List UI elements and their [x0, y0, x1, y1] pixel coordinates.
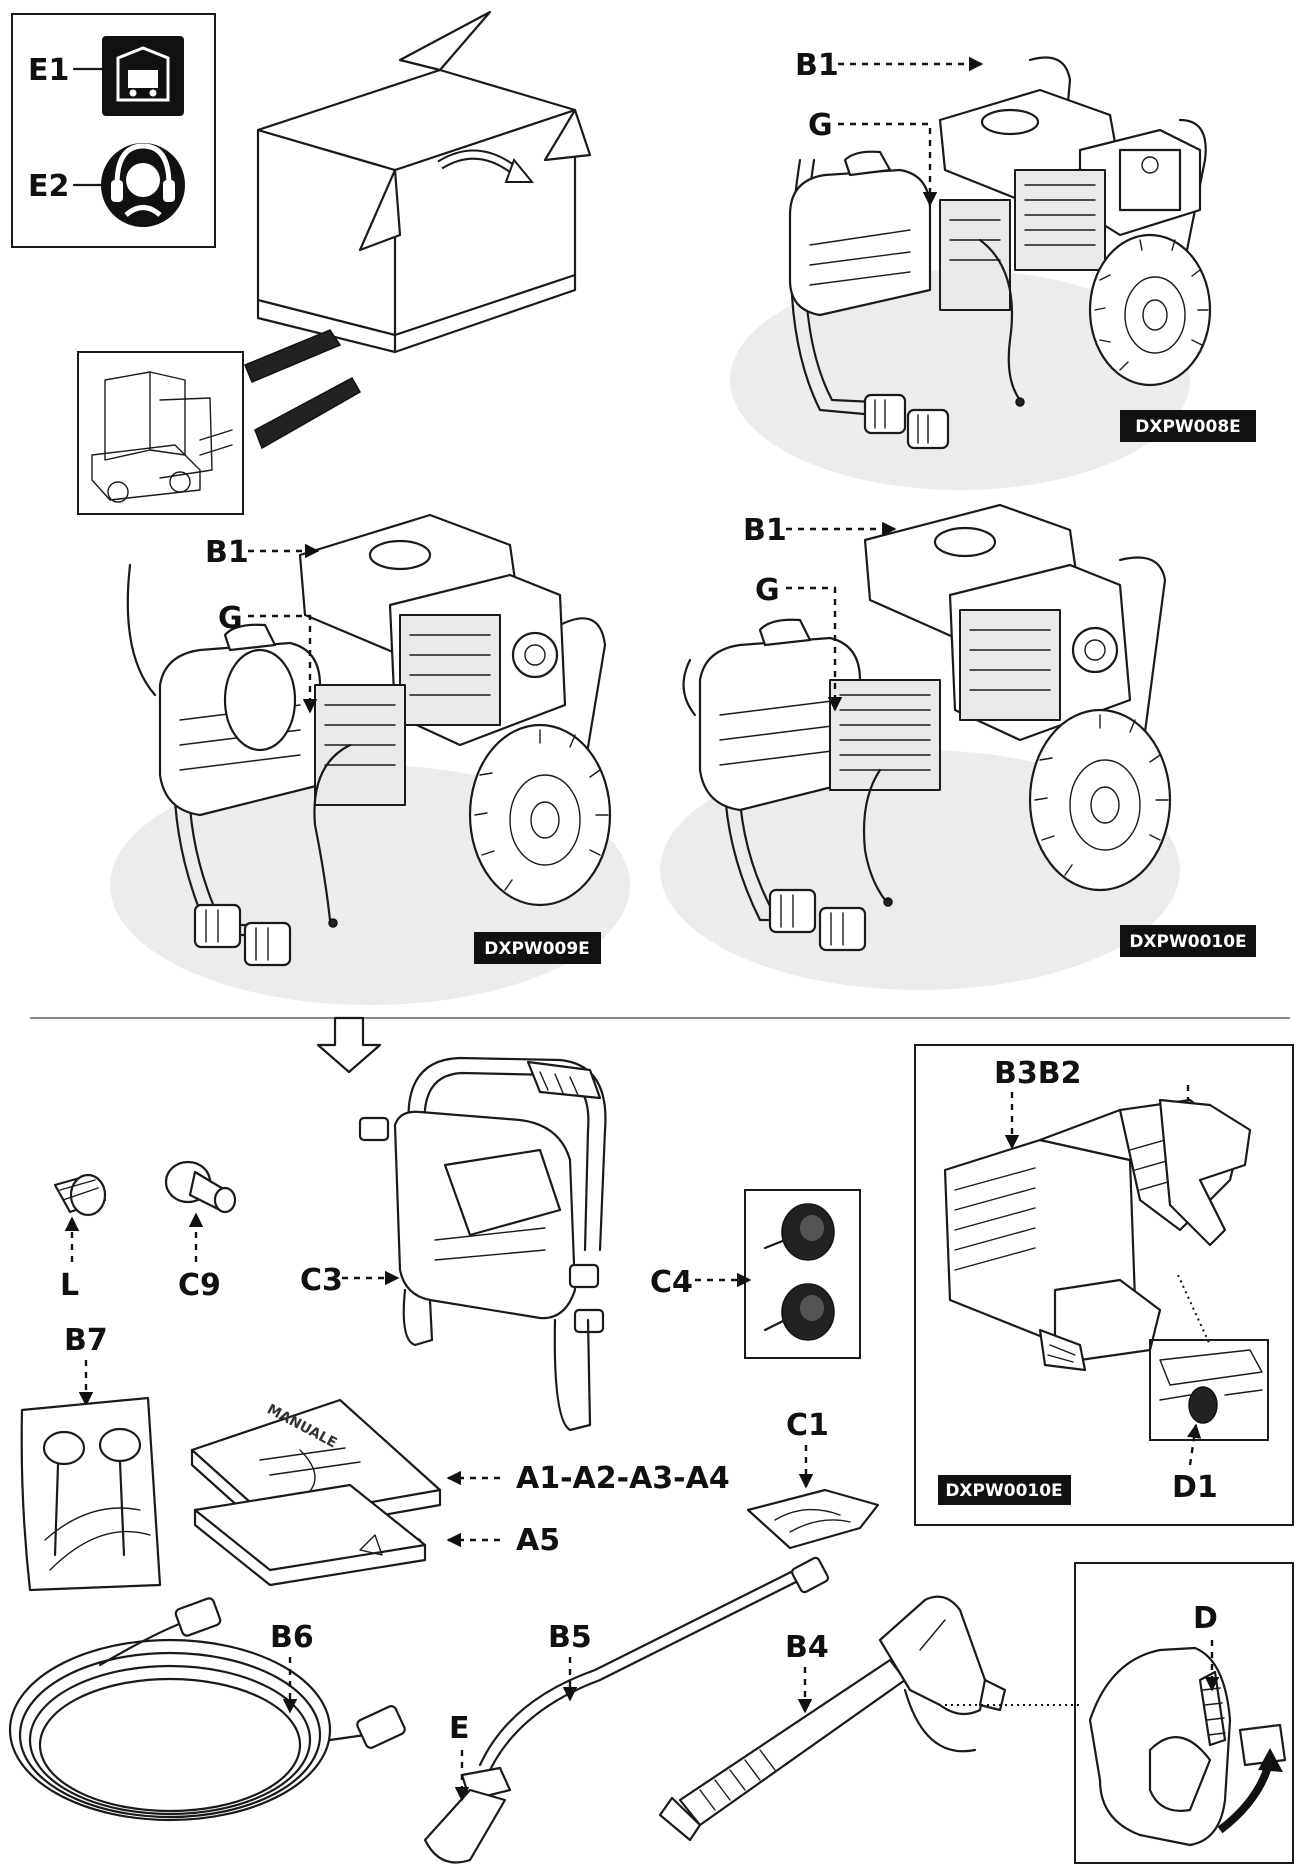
- label-g-dxpw008e: G: [808, 108, 833, 143]
- label-b1-dxpw009e: B1: [205, 535, 249, 570]
- label-d: D: [1193, 1601, 1218, 1636]
- model-badge-dxpw0010e: DXPW0010E: [1120, 925, 1256, 957]
- part-c9: [164, 1160, 237, 1214]
- label-a5: A5: [516, 1523, 560, 1558]
- model-badge-pump: DXPW0010E: [938, 1475, 1071, 1505]
- ear-protection-icon: [101, 143, 185, 227]
- label-b4: B4: [785, 1630, 829, 1665]
- handle-frame-c3: [358, 1056, 607, 1432]
- d1-detail-frame: [1149, 1339, 1269, 1441]
- label-b1-dxpw008e: B1: [795, 48, 839, 83]
- label-g-dxpw009e: G: [218, 601, 243, 636]
- label-c1: C1: [786, 1408, 829, 1443]
- model-badge-dxpw008e: DXPW008E: [1120, 410, 1256, 442]
- svg-text:DXPW008E: DXPW008E: [1135, 417, 1241, 437]
- label-b6: B6: [270, 1620, 314, 1655]
- part-b5-lance: [423, 1556, 830, 1864]
- pump-inset-frame: [914, 1044, 1294, 1526]
- label-e: E: [449, 1711, 470, 1746]
- svg-text:DXPW0010E: DXPW0010E: [1129, 932, 1246, 952]
- label-b5: B5: [548, 1620, 592, 1655]
- svg-text:DXPW009E: DXPW009E: [484, 939, 590, 959]
- part-d-trigger: [1088, 1646, 1287, 1847]
- shipping-crate: [256, 10, 592, 354]
- label-b7: B7: [64, 1323, 108, 1358]
- machine-dxpw009e: [110, 513, 630, 1005]
- label-e1: E1: [28, 53, 69, 88]
- label-b3b2: B3B2: [994, 1056, 1081, 1091]
- forklift-forks: [244, 329, 362, 450]
- down-arrow-icon: [316, 1016, 382, 1074]
- part-c4-knobs: [763, 1203, 835, 1341]
- forklift-garage-icon: [102, 36, 184, 116]
- part-d1: [1159, 1349, 1263, 1424]
- label-l: L: [60, 1268, 79, 1303]
- pump-assembly: [943, 1098, 1252, 1372]
- label-d1: D1: [1172, 1470, 1218, 1505]
- part-c1-bag: [746, 1488, 880, 1550]
- icon-panel: E1 E2: [11, 13, 216, 248]
- label-a1-a4: A1-A2-A3-A4: [516, 1461, 730, 1496]
- label-g-dxpw0010e: G: [755, 573, 780, 608]
- part-b4-gun: [658, 1595, 1007, 1842]
- label-b1-dxpw0010e: B1: [743, 513, 787, 548]
- label-c9: C9: [178, 1268, 221, 1303]
- label-e2: E2: [28, 169, 69, 204]
- manual-stack: MANUALE: [190, 1398, 442, 1587]
- machine-dxpw0010e: [660, 503, 1180, 990]
- part-l: [53, 1173, 107, 1217]
- svg-text:DXPW0010E: DXPW0010E: [945, 1481, 1062, 1501]
- machine-dxpw008e: [730, 56, 1212, 490]
- part-b7-bag: [20, 1396, 162, 1592]
- detail-line: [1177, 1274, 1211, 1346]
- model-badge-dxpw009e: DXPW009E: [474, 932, 601, 964]
- forklift-inset: [77, 351, 244, 515]
- label-c3: C3: [300, 1263, 343, 1298]
- part-b6-hose: [8, 1597, 406, 1822]
- label-c4: C4: [650, 1265, 693, 1300]
- d-detail-frame: [1074, 1562, 1294, 1864]
